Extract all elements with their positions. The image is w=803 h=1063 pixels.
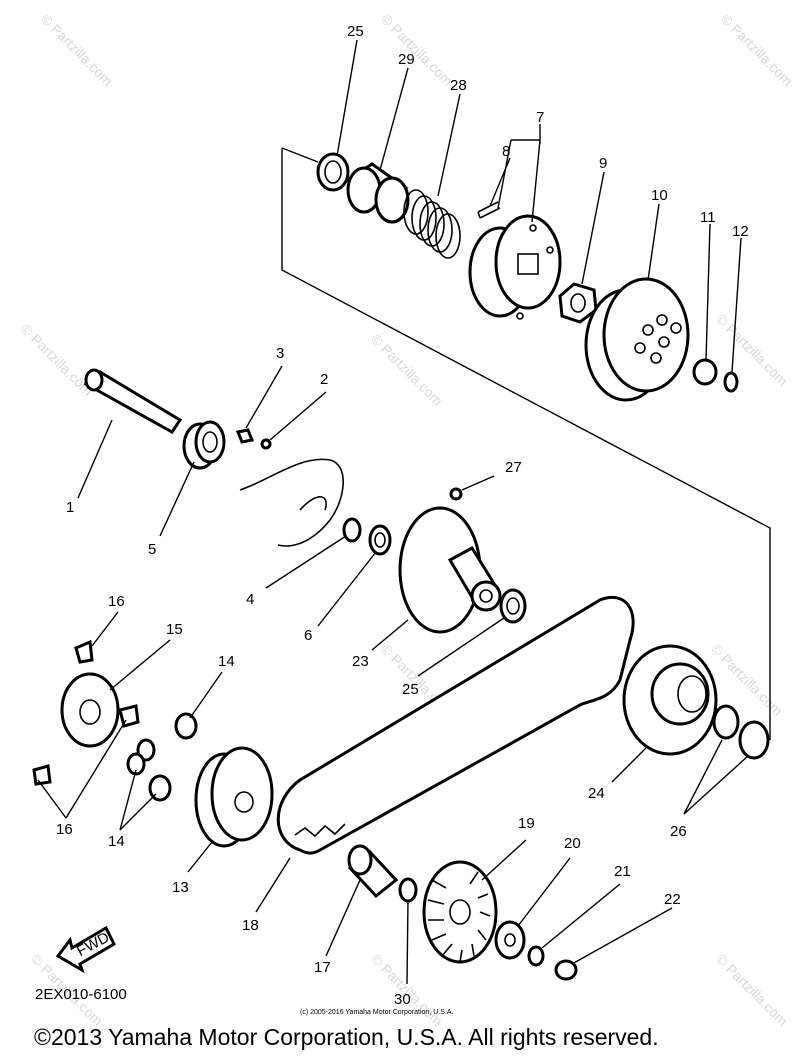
callout-21: 21	[614, 863, 631, 880]
part-21-washer	[527, 945, 545, 967]
part-14-roller-a	[174, 712, 198, 740]
part-16-slider-c	[32, 764, 52, 786]
watermark: © Partzilla.com	[38, 11, 116, 89]
secondary-sheave-group	[398, 487, 770, 760]
part-4-nut	[342, 517, 362, 543]
callout-5: 5	[148, 541, 156, 558]
callout-9: 9	[599, 155, 607, 172]
part-8-bolt	[477, 201, 501, 219]
part-26-o-ring-b	[738, 720, 770, 760]
part-13-primary-sheave	[194, 746, 274, 848]
part-27-cap	[449, 487, 463, 501]
clutch-group	[316, 152, 739, 402]
primary-sheave-group	[32, 639, 578, 981]
part-25-seal-lower	[499, 588, 527, 624]
callout-15: 15	[166, 621, 183, 638]
callout-13: 13	[172, 879, 189, 896]
part-19-fan	[422, 860, 498, 964]
watermark-layer: © Partzilla.com © Partzilla.com © Partzi…	[18, 11, 796, 1029]
callout-27: 27	[505, 459, 522, 476]
part-16-slider-b	[118, 704, 140, 728]
callout-25: 25	[347, 23, 364, 40]
assembly-frame	[281, 147, 771, 740]
part-14-roller-c	[126, 752, 146, 776]
part-25-seal	[316, 152, 350, 192]
part-20-drive-plate	[494, 920, 526, 960]
callout-28: 28	[450, 77, 467, 94]
watermark: © Partzilla.com	[718, 11, 796, 89]
part-22-nut	[554, 959, 578, 981]
callout-2: 2	[320, 371, 328, 388]
part-2-washer	[260, 438, 272, 450]
shaft-group	[83, 368, 392, 556]
callout-3: 3	[276, 345, 284, 362]
callout-1: 1	[66, 499, 74, 516]
part-14-roller-d	[148, 774, 172, 802]
callout-16b: 16	[56, 821, 73, 838]
part-28-spring	[403, 189, 461, 259]
callout-7: 7	[536, 109, 544, 126]
part-12-washer	[723, 371, 739, 393]
fwd-arrow-icon: FWD	[55, 925, 116, 974]
part-16-slider-a	[74, 639, 94, 664]
callout-14a: 14	[218, 653, 235, 670]
part-1-drive-shaft	[83, 368, 183, 434]
watermark: © Partzilla.com	[18, 321, 96, 399]
callout-23: 23	[352, 653, 369, 670]
part-14-roller-b	[136, 738, 156, 762]
callout-11: 11	[700, 209, 716, 226]
part-7-clutch-carrier	[468, 214, 562, 320]
leader-lines	[37, 39, 749, 985]
callout-20: 20	[564, 835, 581, 852]
callout-30: 30	[394, 991, 411, 1008]
part-26-o-ring-a	[712, 704, 740, 740]
part-30-washer	[398, 877, 418, 903]
copyright-notice: ©2013 Yamaha Motor Corporation, U.S.A. A…	[34, 1024, 659, 1050]
callout-labels: 25 29 28 7 8 9 10 11 12 3 2 1 5 27 4 6 2…	[56, 23, 749, 1008]
callout-29: 29	[398, 51, 415, 68]
callout-19: 19	[518, 815, 535, 832]
part-17-collar	[347, 844, 399, 899]
sub-copyright: (c) 2005-2016 Yamaha Motor Corporation, …	[300, 1009, 454, 1016]
callout-16a: 16	[108, 593, 125, 610]
part-24-sliding-sheave	[622, 644, 718, 756]
callout-8: 8	[502, 143, 510, 160]
callout-17: 17	[314, 959, 331, 976]
watermark: © Partzilla.com	[368, 331, 446, 409]
diagram-code: 2EX010-6100	[35, 986, 127, 1003]
part-15-cam	[60, 672, 120, 748]
callout-18: 18	[242, 917, 259, 934]
part-29-collar	[345, 162, 410, 224]
callout-10: 10	[651, 187, 668, 204]
part-10-clutch-housing	[584, 277, 690, 402]
callout-25b: 25	[402, 681, 419, 698]
callout-24: 24	[588, 785, 605, 802]
part-5-bearing	[182, 420, 226, 470]
part-11-nut	[692, 358, 718, 386]
part-3-screw	[235, 428, 255, 444]
callout-14b: 14	[108, 833, 125, 850]
callout-26: 26	[670, 823, 687, 840]
callout-22: 22	[664, 891, 681, 908]
watermark: © Partzilla.com	[713, 951, 791, 1029]
part-23-fixed-sheave	[398, 506, 502, 634]
callout-12: 12	[732, 223, 749, 240]
callout-6: 6	[304, 627, 312, 644]
part-6-bearing	[368, 524, 392, 556]
callout-4: 4	[246, 591, 254, 608]
watermark: © Partzilla.com	[378, 11, 456, 89]
gasket-cover	[239, 458, 344, 547]
part-18-v-belt	[276, 595, 635, 855]
